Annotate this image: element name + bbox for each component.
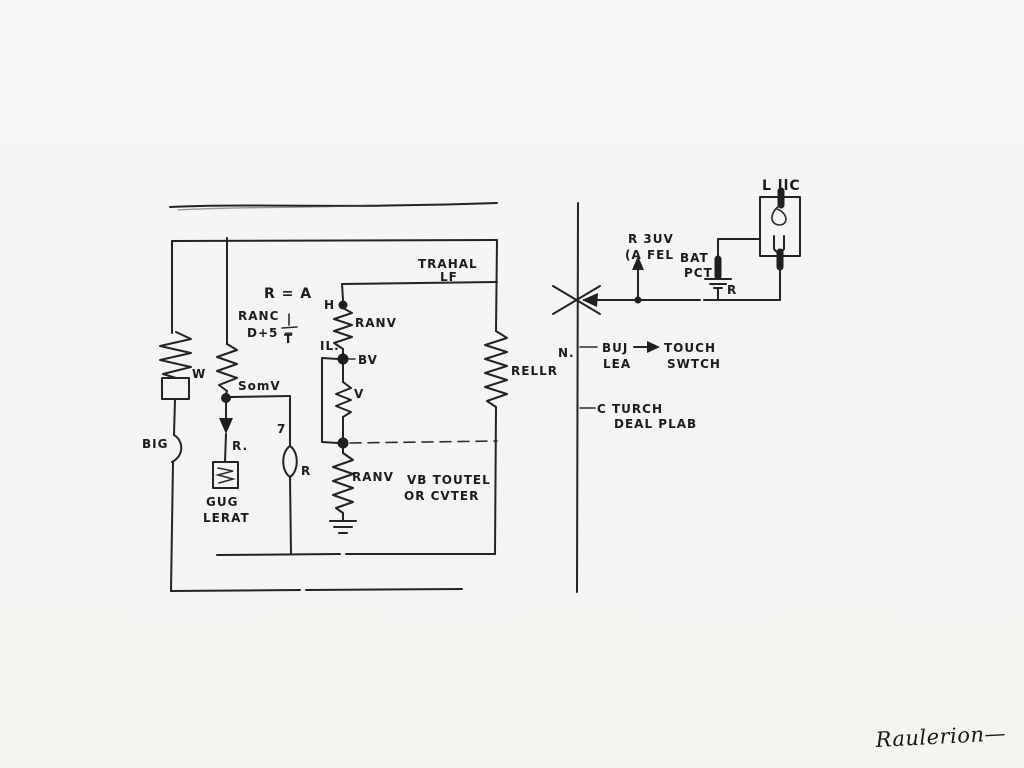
label-lens-r: R bbox=[301, 464, 311, 478]
label-res-upper: RANV bbox=[355, 316, 397, 330]
label-vb-toutel: VB TOUTEL bbox=[407, 473, 491, 487]
label-r3uv: R 3UV bbox=[628, 232, 674, 246]
label-fraction-den: T bbox=[284, 332, 293, 346]
label-formula-rea: R = A bbox=[264, 286, 312, 302]
signature: Raulerion— bbox=[874, 721, 1006, 752]
trahal-wire bbox=[341, 281, 498, 301]
label-lens-7: 7 bbox=[277, 422, 286, 436]
formula-block bbox=[281, 313, 298, 329]
label-swtch: SWTCH bbox=[667, 357, 721, 371]
fuse-box bbox=[212, 461, 239, 489]
label-bat: BAT bbox=[680, 251, 709, 265]
label-node-il: IL. bbox=[320, 339, 340, 353]
label-deal-plab: DEAL PLAB bbox=[614, 417, 697, 431]
label-node-bv: BV bbox=[358, 353, 378, 367]
lens-symbol bbox=[282, 445, 298, 478]
up-arrowhead bbox=[632, 256, 644, 270]
lllc-unit-box bbox=[759, 187, 801, 301]
label-fuse-gug: GUG bbox=[206, 495, 238, 509]
label-res-lower: RANV bbox=[352, 470, 394, 484]
lens-branch bbox=[282, 395, 298, 555]
node-junction-dot bbox=[337, 437, 349, 449]
middle-resistor-chain bbox=[321, 300, 498, 534]
top-right-wire bbox=[583, 256, 781, 304]
label-lea: LEA bbox=[603, 357, 631, 371]
label-switch-big: BIG bbox=[142, 437, 168, 451]
node-bv-dot bbox=[337, 353, 349, 365]
vertical-bus bbox=[576, 202, 579, 593]
label-rellr: RELLR bbox=[511, 364, 558, 378]
rellr-resistor bbox=[484, 330, 508, 408]
outer-frame bbox=[170, 240, 463, 592]
label-lf: LF bbox=[440, 270, 458, 284]
label-bat-r: R bbox=[727, 283, 737, 297]
buj-arrowhead bbox=[647, 341, 660, 353]
lamp-filament-loop bbox=[771, 204, 787, 226]
label-node-h: H bbox=[324, 298, 335, 312]
top-rail-line bbox=[169, 202, 498, 211]
label-formula-ranc: RANC bbox=[238, 309, 279, 323]
label-coil-w: W bbox=[192, 367, 206, 381]
label-afel: (A FEL bbox=[625, 248, 674, 262]
node-somv-dot bbox=[221, 393, 231, 403]
label-c-turch: C TURCH bbox=[597, 402, 663, 416]
label-or-cvter: OR CVTER bbox=[404, 489, 479, 503]
label-touch: TOUCH bbox=[664, 341, 716, 355]
diode-arrow bbox=[219, 418, 233, 434]
label-trahal: TRAHAL bbox=[418, 257, 478, 271]
label-pct: PCT bbox=[684, 266, 713, 280]
wire-node-dot bbox=[634, 296, 642, 304]
label-formula-d5: D+5 − bbox=[247, 326, 295, 340]
node-h-dot bbox=[338, 300, 348, 310]
left-coil-resistor bbox=[159, 331, 192, 463]
label-unit-title: L llC bbox=[762, 178, 801, 194]
ground-symbol bbox=[329, 520, 357, 534]
buj-branch bbox=[579, 341, 660, 353]
label-buj: BUJ bbox=[602, 341, 628, 355]
label-diode-r: R. bbox=[232, 439, 248, 453]
second-column-branch bbox=[212, 237, 291, 489]
label-res-v: V bbox=[354, 387, 364, 401]
battery-symbol bbox=[704, 238, 761, 301]
label-node-somv: SomV bbox=[238, 379, 281, 393]
label-node-n: N. bbox=[558, 346, 575, 360]
label-fuse-lerat: LERAT bbox=[203, 511, 250, 525]
